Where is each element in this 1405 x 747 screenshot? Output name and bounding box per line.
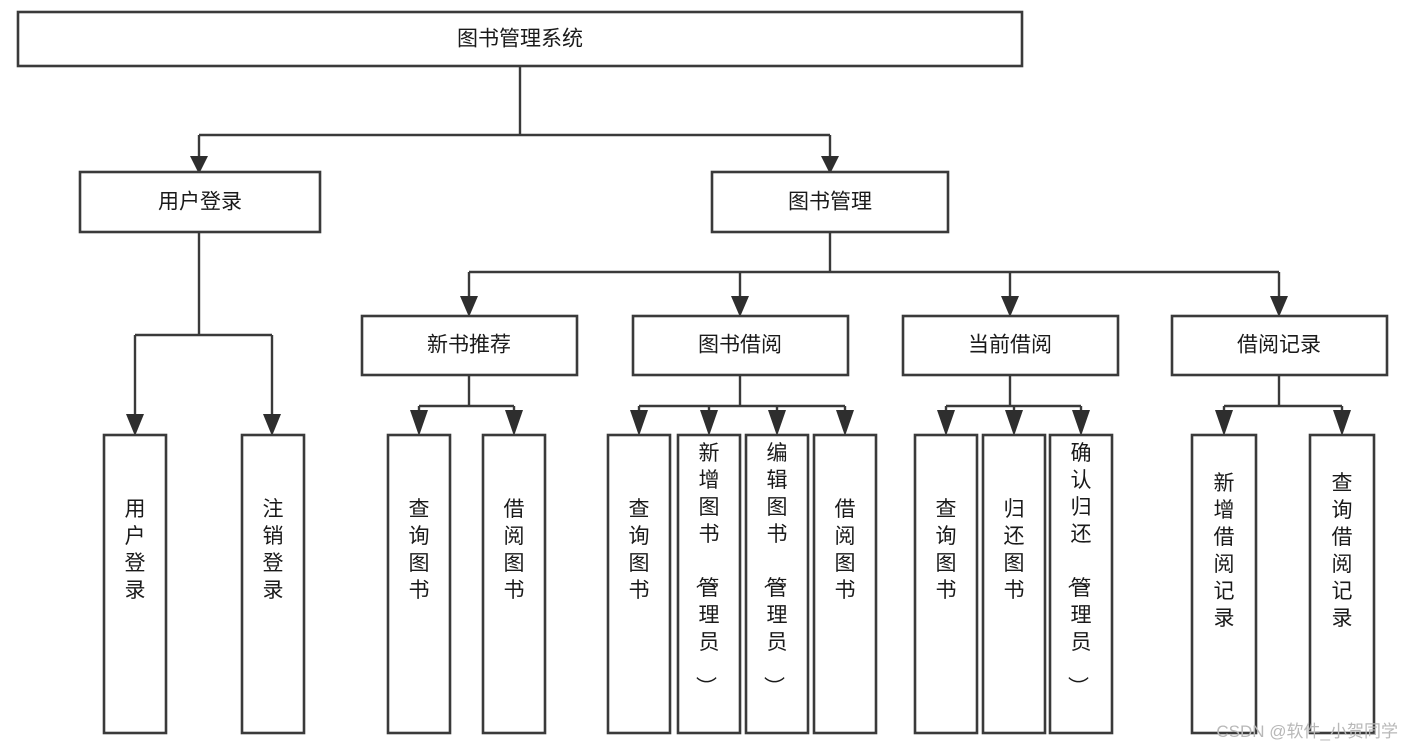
- node-borrow-record-label: 借阅记录: [1237, 334, 1321, 357]
- node-leaf-user-logout[interactable]: 注销登录: [240, 433, 306, 735]
- arrow-head-cb-confirm: [1072, 410, 1090, 436]
- node-leaf-nb-borrow-book[interactable]: 借阅图书: [481, 433, 547, 735]
- arrow-head-cb-return: [1005, 410, 1023, 436]
- node-leaf-bb-borrow-book-box[interactable]: [812, 433, 878, 735]
- node-leaf-nb-query-book[interactable]: 查询图书: [386, 433, 452, 735]
- node-leaf-rec-add-record-label: 新增借阅记录: [1214, 472, 1235, 630]
- arrow-head-book-mgmt: [821, 156, 839, 174]
- node-book-management-label: 图书管理: [788, 191, 872, 214]
- node-user-login[interactable]: 用户登录: [78, 170, 322, 234]
- arrow-head-new-book: [460, 296, 478, 317]
- node-leaf-nb-query-book-box[interactable]: [386, 433, 452, 735]
- node-new-book-recommendation-label: 新书推荐: [427, 334, 511, 357]
- node-leaf-bb-query-book-label: 查询图书: [629, 498, 650, 602]
- node-leaf-bb-query-book[interactable]: 查询图书: [606, 433, 672, 735]
- arrow-head-bb-query: [630, 410, 648, 436]
- node-leaf-nb-borrow-book-box[interactable]: [481, 433, 547, 735]
- node-leaf-cb-return-book-box[interactable]: [981, 433, 1047, 735]
- arrow-head-bb-borrow: [836, 410, 854, 436]
- node-leaf-bb-borrow-book-label: 借阅图书: [835, 498, 856, 602]
- arrow-head-bb-add: [700, 410, 718, 436]
- node-leaf-cb-query-book-box[interactable]: [913, 433, 979, 735]
- node-leaf-cb-return-book[interactable]: 归还图书: [981, 433, 1047, 735]
- node-leaf-rec-query-record-box[interactable]: [1308, 433, 1376, 735]
- node-leaf-cb-confirm-return-label: 确认归还（管理员）: [1066, 442, 1092, 697]
- node-root-label: 图书管理系统: [457, 28, 583, 51]
- connector-layer: [126, 66, 1351, 436]
- node-new-book-recommendation-box[interactable]: [360, 314, 579, 377]
- arrow-head-rec-query: [1333, 410, 1351, 436]
- arrow-head-bb-edit: [768, 410, 786, 436]
- arrow-head-record: [1270, 296, 1288, 317]
- node-leaf-user-logout-box[interactable]: [240, 433, 306, 735]
- node-current-borrowing-label: 当前借阅: [968, 334, 1052, 357]
- node-leaf-cb-query-book[interactable]: 查询图书: [913, 433, 979, 735]
- node-leaf-cb-confirm-return[interactable]: 确认归还（管理员）: [1048, 433, 1114, 735]
- arrow-head-rec-add: [1215, 410, 1233, 436]
- node-leaf-bb-edit-book[interactable]: 编辑图书（管理员）: [744, 433, 810, 735]
- watermark-label: CSDN @软件_小贺同学: [1216, 722, 1398, 741]
- node-root-box[interactable]: [16, 10, 1024, 68]
- node-leaf-nb-query-book-label: 查询图书: [409, 498, 430, 602]
- node-leaf-nb-borrow-book-label: 借阅图书: [504, 498, 525, 602]
- node-current-borrowing-box[interactable]: [901, 314, 1120, 377]
- node-leaf-bb-borrow-book[interactable]: 借阅图书: [812, 433, 878, 735]
- node-leaf-rec-query-record[interactable]: 查询借阅记录: [1308, 433, 1376, 735]
- node-book-borrowing-box[interactable]: [631, 314, 850, 377]
- node-leaf-user-login[interactable]: 用户登录: [102, 433, 168, 735]
- node-leaf-rec-query-record-label: 查询借阅记录: [1332, 472, 1353, 630]
- node-leaf-bb-edit-book-label: 编辑图书（管理员）: [762, 442, 788, 697]
- node-leaf-cb-confirm-return-box[interactable]: [1048, 433, 1114, 735]
- node-root[interactable]: 图书管理系统: [16, 10, 1024, 68]
- node-leaf-bb-query-book-box[interactable]: [606, 433, 672, 735]
- arrow-head-nb-query: [410, 410, 428, 436]
- node-borrow-record[interactable]: 借阅记录: [1170, 314, 1389, 377]
- node-user-login-label: 用户登录: [158, 191, 242, 214]
- node-leaf-user-logout-label: 注销登录: [263, 498, 284, 602]
- arrow-head-borrow: [731, 296, 749, 317]
- node-leaf-user-login-label: 用户登录: [125, 498, 146, 602]
- node-leaf-bb-add-book[interactable]: 新增图书（管理员）: [676, 433, 742, 735]
- arrow-head-current: [1001, 296, 1019, 317]
- node-leaf-rec-add-record[interactable]: 新增借阅记录: [1190, 433, 1258, 735]
- node-book-management[interactable]: 图书管理: [710, 170, 950, 234]
- arrow-head-leaf-user-logout: [263, 414, 281, 436]
- node-borrow-record-box[interactable]: [1170, 314, 1389, 377]
- node-user-login-box[interactable]: [78, 170, 322, 234]
- node-book-borrowing[interactable]: 图书借阅: [631, 314, 850, 377]
- node-book-management-box[interactable]: [710, 170, 950, 234]
- arrow-head-cb-query: [937, 410, 955, 436]
- node-leaf-bb-add-book-box[interactable]: [676, 433, 742, 735]
- node-current-borrowing[interactable]: 当前借阅: [901, 314, 1120, 377]
- node-leaf-cb-return-book-label: 归还图书: [1004, 498, 1025, 602]
- node-book-borrowing-label: 图书借阅: [698, 334, 782, 357]
- arrow-head-nb-borrow: [505, 410, 523, 436]
- node-leaf-rec-add-record-box[interactable]: [1190, 433, 1258, 735]
- node-leaf-cb-query-book-label: 查询图书: [936, 498, 957, 602]
- arrow-head-leaf-user-login: [126, 414, 144, 436]
- node-new-book-recommendation[interactable]: 新书推荐: [360, 314, 579, 377]
- node-leaf-bb-add-book-label: 新增图书（管理员）: [694, 442, 720, 697]
- node-leaf-user-login-box[interactable]: [102, 433, 168, 735]
- arrow-head-user-login: [190, 156, 208, 174]
- node-leaf-bb-edit-book-box[interactable]: [744, 433, 810, 735]
